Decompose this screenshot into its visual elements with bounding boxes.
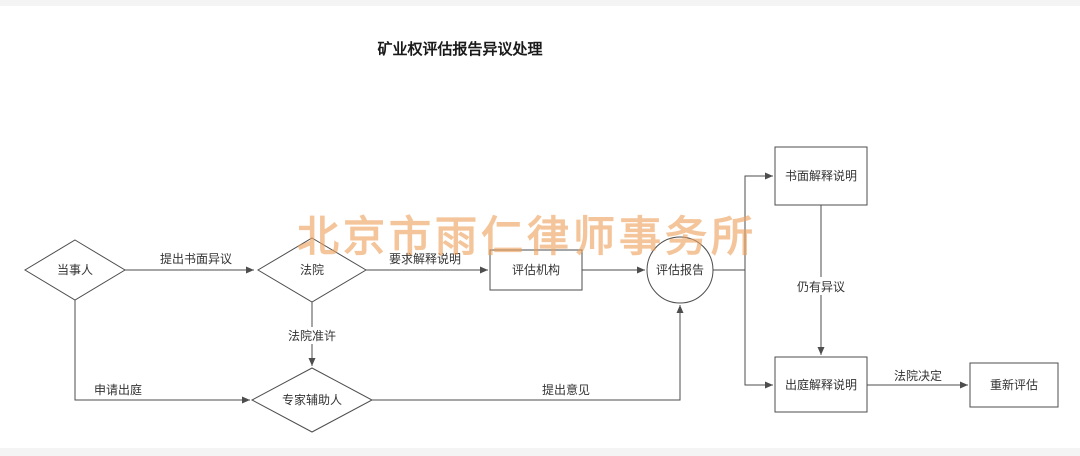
node-agency: 评估机构 bbox=[489, 249, 583, 291]
edge-label-submit-opinion: 提出意见 bbox=[542, 382, 590, 397]
node-party-label: 当事人 bbox=[57, 263, 93, 277]
node-reassess-label: 重新评估 bbox=[990, 377, 1038, 392]
edge-report-to-appear-explanation bbox=[744, 270, 773, 389]
node-agency-label: 评估机构 bbox=[512, 262, 560, 277]
node-reassess-shape bbox=[969, 362, 1059, 408]
flow-nodes: 当事人 法院 评估机构 评估报告 书面解释说明 bbox=[24, 146, 1059, 433]
edge-label-bg-still-objection bbox=[791, 277, 851, 295]
node-expert: 专家辅助人 bbox=[250, 367, 374, 433]
node-report: 评估报告 bbox=[646, 236, 714, 304]
node-expert-shape bbox=[250, 367, 374, 433]
node-appear-explanation-shape bbox=[774, 356, 868, 413]
page-edge-top bbox=[0, 0, 1080, 6]
node-appear-explanation: 出庭解释说明 bbox=[774, 356, 868, 413]
node-written-explanation: 书面解释说明 bbox=[774, 146, 868, 206]
node-expert-label: 专家辅助人 bbox=[282, 392, 342, 407]
node-court-shape bbox=[257, 237, 367, 303]
edge-label-court-permission: 法院准许 bbox=[288, 329, 336, 343]
edge-label-bg-court-permission bbox=[284, 327, 340, 344]
node-agency-shape bbox=[489, 249, 583, 291]
edge-label-request-explanation: 要求解释说明 bbox=[389, 251, 461, 266]
edge-label-court-decision: 法院决定 bbox=[894, 368, 942, 383]
node-report-label: 评估报告 bbox=[656, 262, 704, 277]
node-party-shape bbox=[24, 239, 126, 301]
node-court: 法院 bbox=[257, 237, 367, 303]
edge-label-apply-appear: 申请出庭 bbox=[94, 382, 142, 397]
edge-label-written-objection: 提出书面异议 bbox=[160, 251, 232, 266]
edge-label-still-objection: 仍有异议 bbox=[797, 280, 845, 294]
node-written-explanation-shape bbox=[774, 146, 868, 206]
node-party: 当事人 bbox=[24, 239, 126, 301]
flow-edges: 提出书面异议 要求解释说明 仍有异议 法院决定 法院准许 申请出庭 bbox=[74, 172, 968, 404]
edge-expert-to-report bbox=[372, 305, 684, 401]
edge-report-to-written-explanation bbox=[744, 172, 773, 270]
node-reassess: 重新评估 bbox=[969, 362, 1059, 408]
edge-party-to-expert bbox=[74, 300, 250, 404]
page-edge-bottom bbox=[0, 448, 1080, 456]
node-report-shape bbox=[646, 236, 714, 304]
node-court-label: 法院 bbox=[300, 263, 324, 277]
node-written-explanation-label: 书面解释说明 bbox=[785, 168, 857, 183]
diagram-title: 矿业权评估报告异议处理 bbox=[377, 41, 543, 58]
node-appear-explanation-label: 出庭解释说明 bbox=[785, 377, 857, 392]
